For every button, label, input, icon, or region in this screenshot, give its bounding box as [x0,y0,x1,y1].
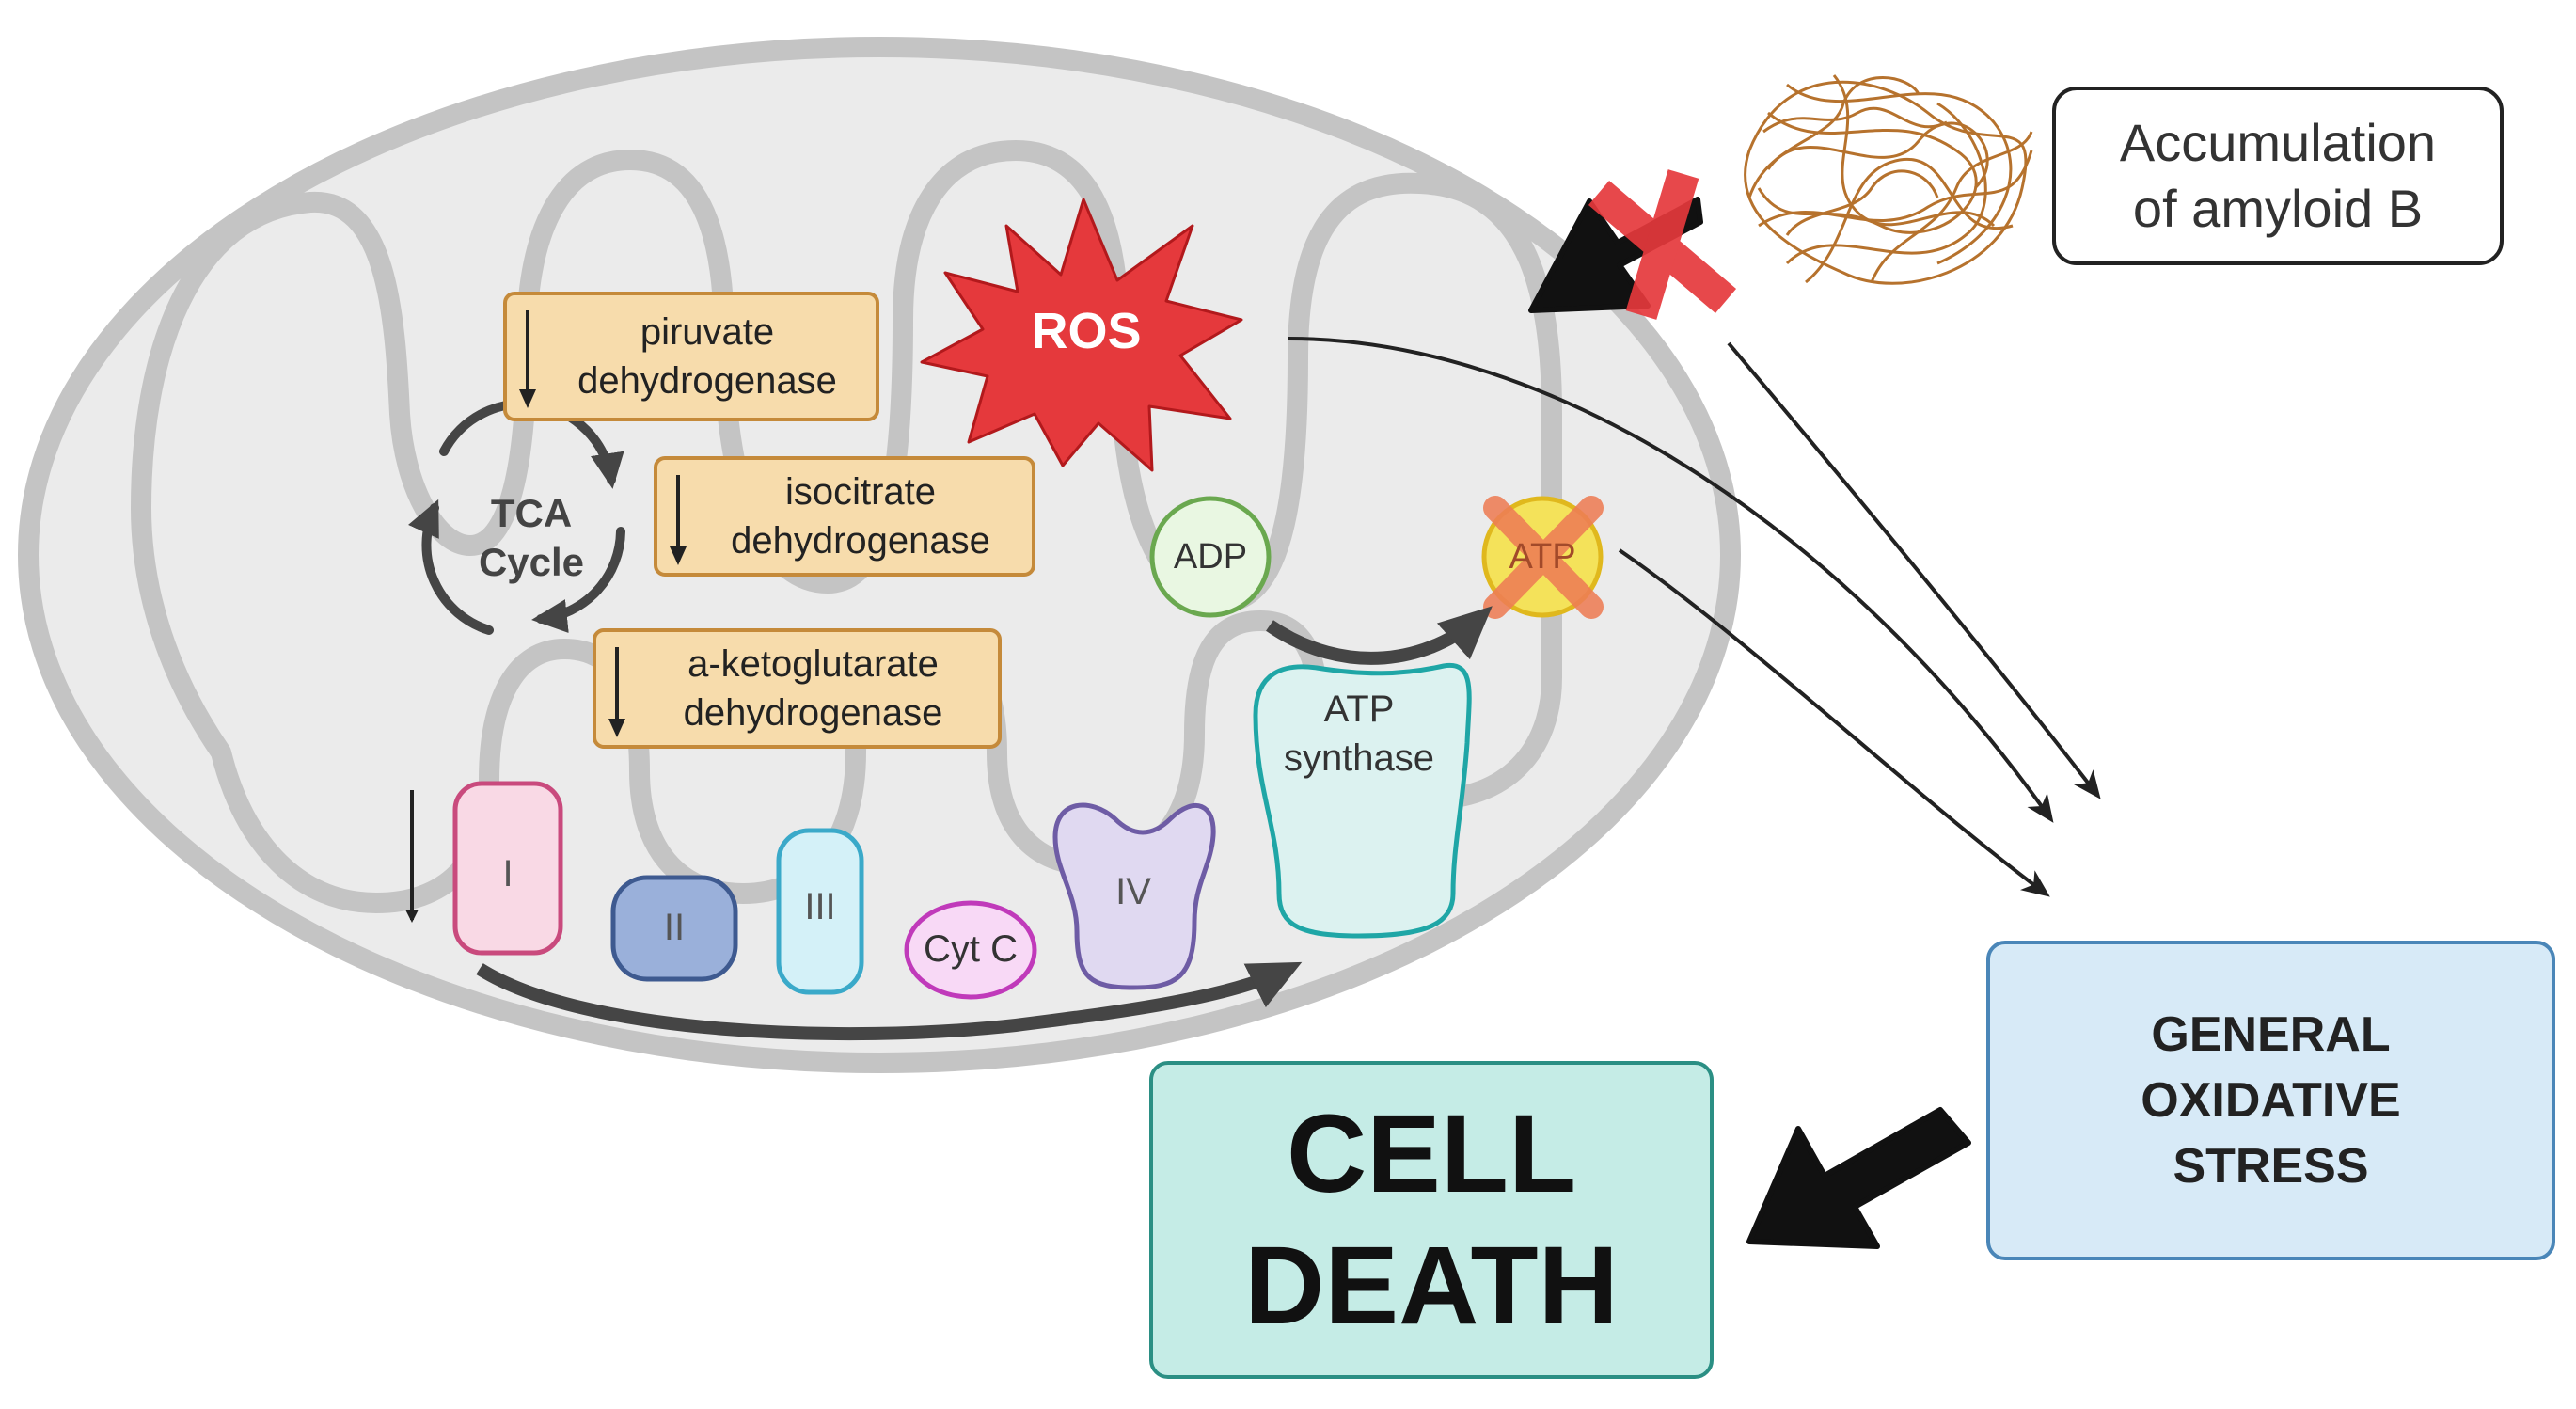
complex-iv-shape [1052,802,1216,990]
ros-burst [920,198,1243,472]
electron-flow-arrow [476,961,1303,1041]
adp-to-atp-arrow [1266,606,1493,665]
complex-ii-shape [610,875,738,982]
oxidative-stress-label: GENERAL OXIDATIVE STRESS [2141,1007,2401,1194]
complex-iv-label: IV [1115,871,1151,912]
pdh-down-arrow-icon [519,310,536,408]
oxidative-stress-box: GENERAL OXIDATIVE STRESS [1986,941,2555,1260]
complex-i-label: I [502,853,514,894]
atp-to-stress-arrow [1618,548,2050,897]
cell-death-label: CELL DEATH [1244,1092,1619,1348]
pdh-enzyme-box: piruvate dehydrogenase [503,292,879,421]
idh-enzyme-box: isocitrate dehydrogenase [654,456,1035,577]
cyt-c-shape [904,900,1037,1000]
adp-circle [1149,496,1272,618]
ros-to-stress-arrow [1288,337,2054,823]
cyt-c-label: Cyt C [924,928,1018,970]
complex-iii-shape [776,828,864,995]
tca-cycle-label: TCA Cycle [478,491,585,584]
idh-label: isocitrate dehydrogenase [731,471,990,562]
atp-cross-icon [1483,496,1604,619]
complex-ii-label: II [663,907,686,948]
amyloid-tangle-icon [1744,74,2033,285]
mitochondrion-cristae [131,140,1562,913]
cell-death-box: CELL DEATH [1149,1061,1714,1379]
akgdh-down-arrow-icon [608,647,625,737]
pdh-label: piruvate dehydrogenase [577,311,837,402]
amyloid-label: Accumulation of amyloid B [2119,113,2437,238]
idh-down-arrow-icon [670,475,687,565]
amyloid-accumulation-box: Accumulation of amyloid B [2052,87,2504,265]
akgdh-enzyme-box: a-ketoglutarate dehydrogenase [593,628,1002,749]
stress-to-death-arrow [1746,1107,1971,1249]
atp-synthase-label: ATP synthase [1283,689,1435,779]
atp-synthase-shape [1253,662,1472,939]
amyloid-to-stress-arrow [1727,341,2101,799]
complex-i-shape [452,781,563,956]
adp-label: ADP [1173,537,1248,577]
ros-label: ROS [1031,303,1142,359]
blocked-cross-icon [1588,169,1737,320]
atp-label: ATP [1509,537,1576,577]
complex-iii-label: III [804,886,836,927]
akgdh-label: a-ketoglutarate dehydrogenase [683,643,943,734]
